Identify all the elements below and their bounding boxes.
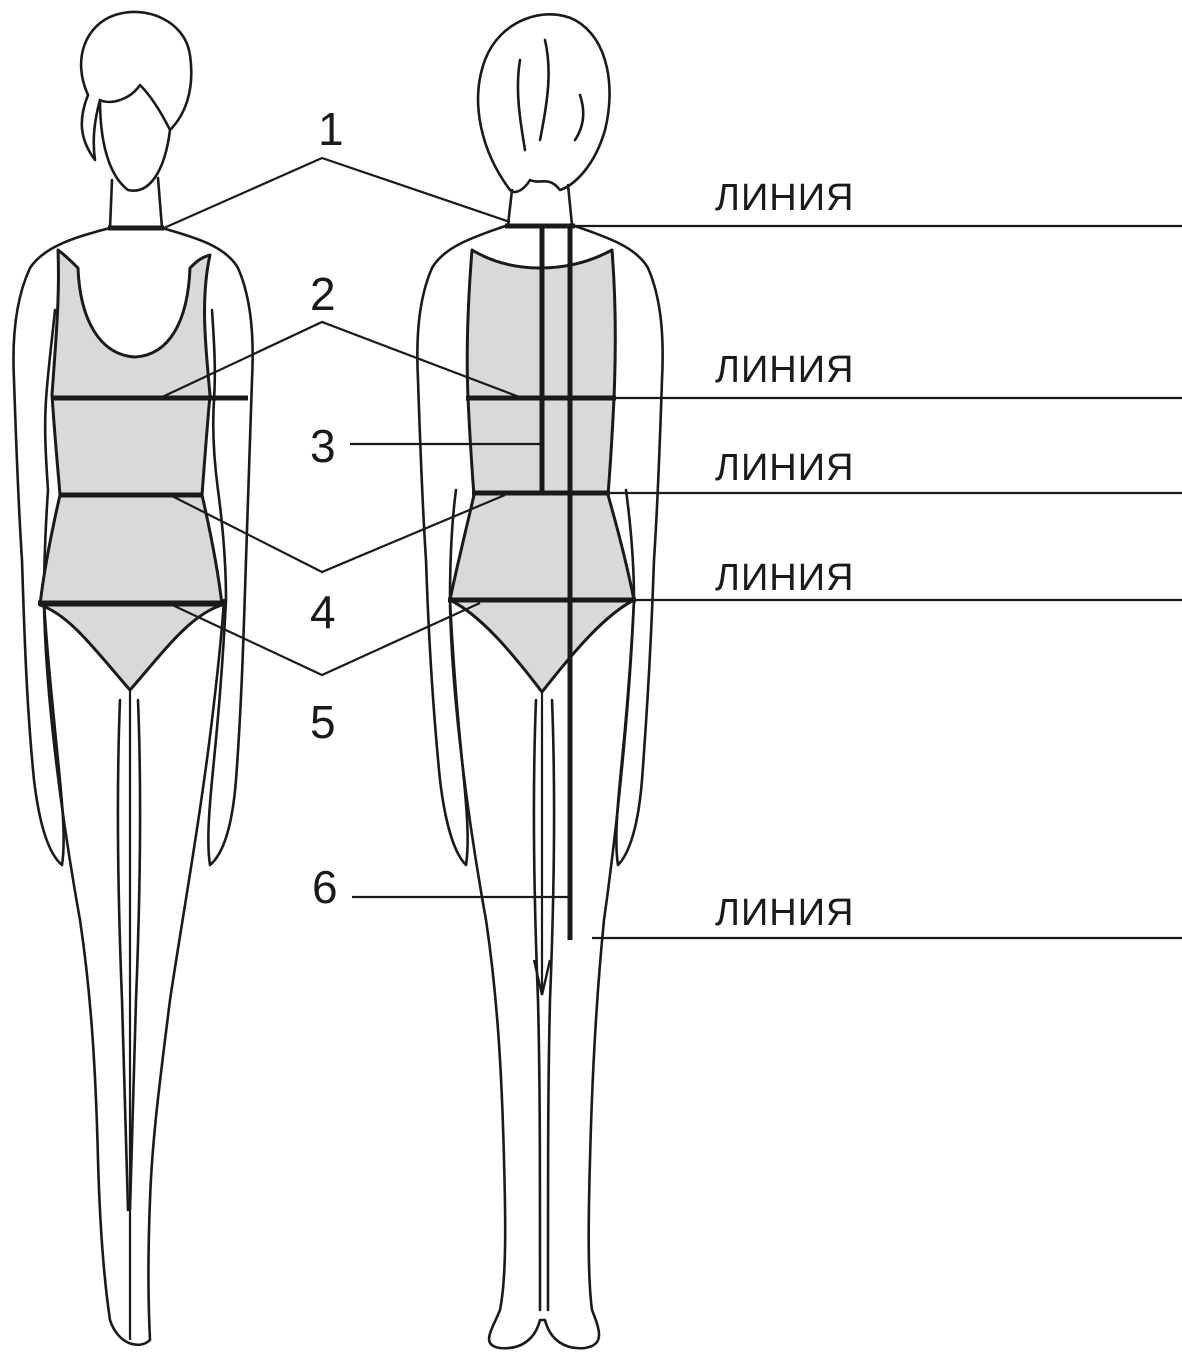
leader-1	[164, 158, 510, 228]
label-line-3: ЛИНИЯ	[715, 447, 854, 489]
number-1: 1	[318, 103, 344, 155]
number-3: 3	[310, 420, 336, 472]
front-figure	[13, 12, 252, 1345]
front-figure-garment	[40, 250, 222, 605]
number-6: 6	[312, 861, 338, 913]
front-figure-hair	[81, 12, 191, 160]
label-line-5: ЛИНИЯ	[715, 892, 854, 934]
back-figure-inner-legs	[534, 700, 554, 1310]
back-figure-hair	[478, 14, 609, 192]
number-5: 5	[310, 696, 336, 748]
front-figure-neck	[110, 178, 162, 228]
back-figure-garment-bottom	[450, 600, 634, 692]
number-4: 4	[310, 586, 336, 638]
back-figure-hair-strands	[518, 40, 583, 150]
back-figure	[417, 14, 662, 1348]
label-line-4: ЛИНИЯ	[715, 557, 854, 599]
callout-numbers: 1 2 3 4 5 6	[310, 103, 344, 913]
label-line-1: ЛИНИЯ	[715, 177, 854, 219]
line-labels: ЛИНИЯ ЛИНИЯ ЛИНИЯ ЛИНИЯ ЛИНИЯ	[715, 177, 854, 934]
front-figure-legs	[44, 600, 224, 1345]
front-figure-face	[100, 100, 170, 191]
front-figure-garment-bottom	[40, 605, 222, 690]
number-2: 2	[310, 268, 336, 320]
label-line-2: ЛИНИЯ	[715, 349, 854, 391]
